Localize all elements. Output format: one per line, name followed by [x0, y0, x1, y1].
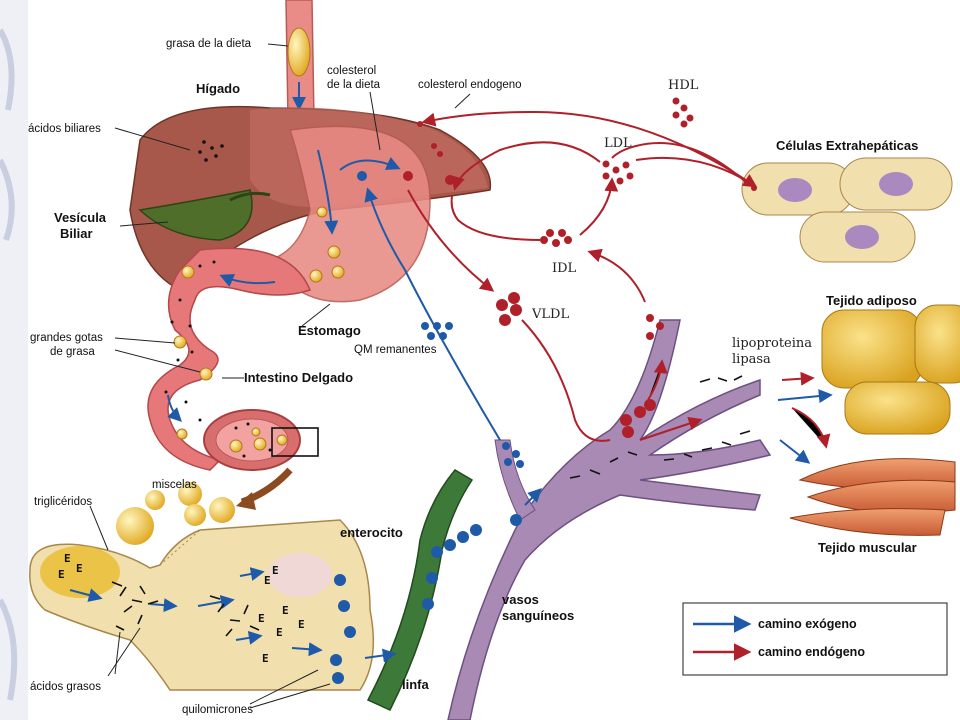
svg-text:E: E [276, 626, 283, 639]
extrahepatic-cells [741, 157, 953, 263]
svg-text:E: E [282, 604, 289, 617]
label-lipoprotein-lipase-2: lipasa [732, 352, 771, 367]
dietary-fat-globule [287, 27, 311, 77]
svg-text:E: E [58, 568, 65, 581]
svg-text:E: E [264, 574, 271, 587]
chylomicron-particles [330, 171, 524, 684]
label-chylomicrons: quilomicrones [182, 704, 253, 716]
bile-acid-dots [164, 140, 272, 458]
fat-droplets [173, 206, 345, 453]
fatty-acid-marks [111, 375, 751, 637]
label-ldl: LDL [604, 136, 632, 151]
label-bile-acids: ácidos biliares [28, 123, 101, 135]
lymph-vessel [366, 469, 474, 711]
stomach [268, 125, 431, 303]
label-hdl: HDL [668, 78, 699, 93]
label-lymph: linfa [402, 677, 429, 692]
label-fat-droplets-2: de grasa [50, 346, 95, 358]
label-fat-droplets-1: grandes gotas [30, 332, 103, 344]
small-intestine [147, 247, 311, 471]
label-blood-vessels-2: sanguíneos [502, 608, 574, 623]
label-dietary-fat: grasa de la dieta [166, 38, 252, 50]
label-gallbladder-1: Vesícula [54, 210, 107, 225]
label-adipose-tissue: Tejido adiposo [826, 293, 917, 308]
label-liver: Hígado [196, 81, 240, 96]
label-small-intestine: Intestino Delgado [244, 370, 353, 385]
label-fatty-acids: ácidos grasos [30, 681, 101, 693]
label-muscle-tissue: Tejido muscular [818, 540, 917, 555]
label-dietary-cholesterol-1: colesterol [327, 65, 376, 77]
label-gallbladder-2: Biliar [60, 226, 93, 241]
legend: camino exógeno camino endógeno [682, 602, 948, 676]
legend-exogenous-label: camino exógeno [758, 617, 857, 631]
adipose-tissue [821, 304, 960, 435]
label-micelles: miscelas [152, 479, 197, 491]
label-endogenous-cholesterol: colesterol endogeno [418, 79, 522, 91]
label-lipoprotein-lipase-1: lipoproteina [732, 336, 812, 351]
label-idl: IDL [552, 261, 577, 276]
label-enterocyte: enterocito [340, 525, 403, 540]
label-qm-remnants: QM remanentes [354, 344, 437, 356]
svg-text:E: E [76, 562, 83, 575]
gallbladder [138, 189, 253, 241]
leader-lines [89, 43, 471, 709]
muscle-tissue [789, 458, 956, 536]
label-blood-vessels-1: vasos [502, 592, 539, 607]
svg-text:E: E [298, 618, 305, 631]
legend-endogenous-label: camino endógeno [758, 645, 865, 659]
page-edge-decoration [0, 0, 28, 720]
zoom-box [271, 427, 319, 457]
label-triglycerides: triglicéridos [34, 496, 92, 508]
lipoprotein-particles [403, 97, 757, 438]
legend-box [682, 602, 948, 676]
label-extrahepatic-cells: Células Extrahepáticas [776, 138, 918, 153]
label-dietary-cholesterol-2: de la dieta [327, 79, 381, 91]
label-vldl: VLDL [531, 307, 569, 322]
svg-text:E: E [262, 652, 269, 665]
svg-text:E: E [258, 612, 265, 625]
svg-text:E: E [272, 564, 279, 577]
svg-text:E: E [64, 552, 71, 565]
label-stomach: Estomago [298, 323, 361, 338]
